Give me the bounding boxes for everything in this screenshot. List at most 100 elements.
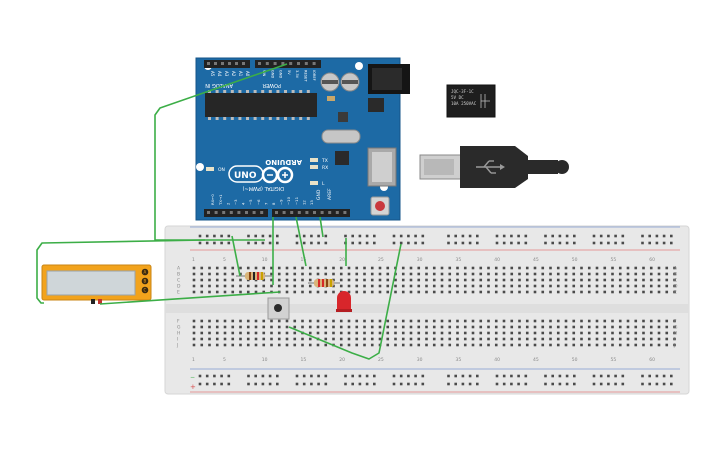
breadboard-hole[interactable] [518, 272, 521, 276]
breadboard-hole[interactable] [595, 272, 599, 276]
power-header[interactable] [255, 60, 321, 68]
breadboard-hole[interactable] [200, 343, 204, 347]
breadboard-hole[interactable] [332, 337, 335, 341]
breadboard-hole[interactable] [223, 272, 227, 276]
breadboard-hole[interactable] [215, 278, 219, 282]
breadboard-hole[interactable] [618, 343, 622, 347]
breadboard-hole[interactable] [425, 284, 428, 288]
breadboard-hole[interactable] [556, 290, 560, 294]
breadboard-hole[interactable] [192, 278, 196, 282]
rail-hole[interactable] [324, 234, 328, 238]
breadboard-hole[interactable] [355, 325, 359, 329]
digital-pin[interactable] [282, 211, 286, 214]
breadboard-hole[interactable] [564, 290, 568, 294]
breadboard-hole[interactable] [378, 278, 382, 282]
breadboard-hole[interactable] [673, 325, 676, 329]
rail-hole[interactable] [641, 234, 644, 238]
power-pin[interactable] [258, 62, 261, 65]
lcd-terminal[interactable] [91, 299, 95, 304]
breadboard-hole[interactable] [277, 337, 281, 341]
rail-hole[interactable] [599, 374, 603, 378]
breadboard-hole[interactable] [409, 337, 413, 341]
rail-hole[interactable] [205, 374, 209, 378]
rail-hole[interactable] [247, 382, 250, 386]
breadboard-hole[interactable] [556, 272, 560, 276]
breadboard-hole[interactable] [487, 272, 490, 276]
breadboard-hole[interactable] [285, 331, 289, 335]
breadboard-hole[interactable] [440, 331, 444, 335]
rail-hole[interactable] [310, 234, 313, 238]
rail-hole[interactable] [295, 374, 299, 378]
breadboard-hole[interactable] [270, 278, 273, 282]
breadboard-hole[interactable] [239, 325, 242, 329]
breadboard-hole[interactable] [324, 337, 328, 341]
breadboard-hole[interactable] [347, 343, 351, 347]
rail-hole[interactable] [662, 374, 666, 378]
breadboard-hole[interactable] [556, 331, 560, 335]
rail-hole[interactable] [614, 241, 617, 245]
breadboard-hole[interactable] [324, 325, 328, 329]
breadboard-hole[interactable] [401, 343, 405, 347]
breadboard-hole[interactable] [432, 284, 436, 288]
breadboard-hole[interactable] [572, 331, 576, 335]
breadboard-hole[interactable] [595, 290, 599, 294]
rail-hole[interactable] [310, 382, 313, 386]
rail-hole[interactable] [502, 382, 506, 386]
rail-hole[interactable] [447, 234, 450, 238]
rail-hole[interactable] [227, 234, 231, 238]
breadboard-hole[interactable] [293, 325, 297, 329]
breadboard-hole[interactable] [316, 266, 320, 270]
breadboard-hole[interactable] [556, 343, 560, 347]
breadboard-hole[interactable] [533, 331, 537, 335]
breadboard-hole[interactable] [510, 331, 514, 335]
rail-hole[interactable] [414, 241, 417, 245]
rail-hole[interactable] [358, 241, 362, 245]
rail-hole[interactable] [414, 234, 417, 238]
breadboard-hole[interactable] [572, 266, 576, 270]
breadboard-hole[interactable] [479, 325, 483, 329]
breadboard-hole[interactable] [378, 290, 382, 294]
breadboard-hole[interactable] [564, 331, 568, 335]
breadboard-hole[interactable] [626, 343, 630, 347]
rail-hole[interactable] [641, 382, 644, 386]
breadboard-hole[interactable] [657, 325, 661, 329]
breadboard-hole[interactable] [463, 284, 467, 288]
rail-hole[interactable] [268, 382, 272, 386]
breadboard-hole[interactable] [347, 337, 351, 341]
rail-hole[interactable] [592, 234, 596, 238]
rail-hole[interactable] [198, 374, 202, 378]
breadboard-hole[interactable] [618, 325, 622, 329]
breadboard-hole[interactable] [440, 278, 444, 282]
rail-hole[interactable] [502, 374, 506, 378]
rail-hole[interactable] [392, 241, 396, 245]
breadboard-hole[interactable] [223, 278, 227, 282]
wire-resistor-1[interactable] [231, 235, 241, 277]
digital-pin[interactable] [305, 211, 309, 214]
breadboard-hole[interactable] [587, 272, 591, 276]
rail-hole[interactable] [461, 382, 465, 386]
breadboard-hole[interactable] [564, 266, 568, 270]
breadboard-hole[interactable] [549, 325, 552, 329]
breadboard-hole[interactable] [223, 284, 227, 288]
breadboard-hole[interactable] [208, 284, 211, 288]
breadboard-hole[interactable] [494, 278, 498, 282]
breadboard-hole[interactable] [549, 272, 552, 276]
lcd-terminal[interactable] [98, 299, 102, 304]
breadboard-hole[interactable] [239, 266, 242, 270]
breadboard-hole[interactable] [277, 319, 281, 323]
breadboard-hole[interactable] [510, 319, 514, 323]
breadboard-hole[interactable] [425, 343, 428, 347]
breadboard-hole[interactable] [332, 331, 335, 335]
breadboard-hole[interactable] [456, 278, 459, 282]
breadboard-hole[interactable] [603, 284, 607, 288]
rail-hole[interactable] [551, 374, 554, 378]
breadboard-hole[interactable] [494, 290, 498, 294]
breadboard-hole[interactable] [409, 272, 413, 276]
rail-hole[interactable] [621, 374, 625, 378]
breadboard-hole[interactable] [673, 343, 676, 347]
digital-pin[interactable] [229, 211, 233, 214]
breadboard-hole[interactable] [618, 290, 622, 294]
rail-hole[interactable] [247, 234, 250, 238]
rail-hole[interactable] [276, 382, 279, 386]
breadboard-hole[interactable] [502, 319, 506, 323]
